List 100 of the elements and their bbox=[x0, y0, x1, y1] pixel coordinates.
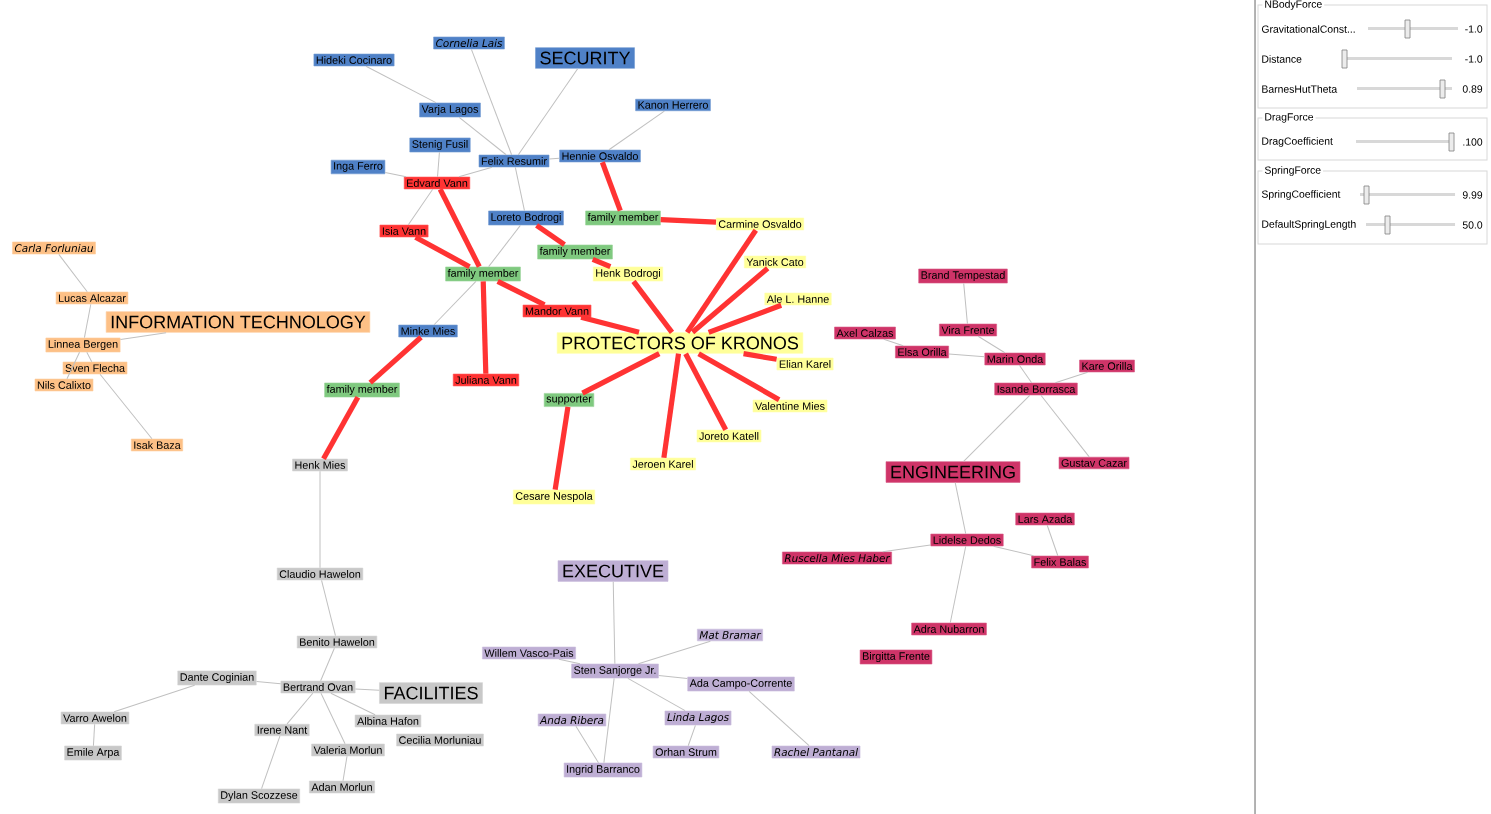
name-label: Isande Borrasca bbox=[994, 382, 1078, 396]
group-label: FACILITIES bbox=[379, 682, 483, 704]
name-label: Felix Resumir bbox=[478, 154, 550, 168]
connector bbox=[949, 545, 967, 624]
name-label: Hennie Osvaldo bbox=[559, 149, 641, 163]
connector bbox=[603, 677, 615, 764]
name-label: Anda Ribera bbox=[537, 713, 607, 727]
connector bbox=[517, 68, 579, 156]
name-label: Orhan Strum bbox=[652, 745, 720, 759]
connector bbox=[608, 110, 665, 151]
connector bbox=[514, 166, 525, 212]
relation-label: family member bbox=[324, 382, 400, 398]
connector bbox=[66, 351, 80, 380]
connector bbox=[320, 647, 335, 682]
connector bbox=[119, 332, 167, 340]
connector bbox=[660, 217, 717, 225]
name-label: Jeroen Karel bbox=[630, 457, 696, 471]
connector bbox=[612, 581, 616, 665]
name-label: Ale L. Hanne bbox=[764, 292, 832, 306]
connector bbox=[685, 228, 758, 334]
name-label: Carmine Osvaldo bbox=[716, 217, 805, 231]
connector bbox=[993, 545, 1035, 557]
name-label: Sten Sanjorge Jr. bbox=[571, 663, 659, 679]
name-label: Gustav Cazar bbox=[1058, 456, 1130, 470]
relation-label: supporter bbox=[543, 393, 595, 407]
name-label: Edvard Vann bbox=[403, 176, 471, 190]
name-label: Varro Awelon bbox=[60, 711, 130, 725]
group-title: NBodyForce bbox=[1262, 0, 1325, 12]
connector bbox=[330, 692, 376, 716]
connector bbox=[580, 314, 640, 335]
group-title: SpringForce bbox=[1262, 164, 1324, 178]
slider-label: SpringCoefficient bbox=[1261, 190, 1341, 200]
connector bbox=[319, 470, 321, 569]
connector bbox=[99, 373, 153, 440]
name-label: Stenig Fusil bbox=[409, 137, 471, 153]
connector bbox=[707, 302, 783, 335]
slider-label: Distance bbox=[1262, 55, 1302, 63]
name-label: Bertrand Ovan bbox=[280, 680, 356, 694]
connector bbox=[458, 166, 493, 178]
connector bbox=[748, 690, 810, 747]
value-label: -1.0 bbox=[1465, 55, 1483, 63]
name-label: Minke Mies bbox=[398, 324, 458, 338]
connector bbox=[437, 188, 482, 268]
group-label: SECURITY bbox=[535, 47, 635, 69]
connector bbox=[548, 157, 560, 160]
connector bbox=[690, 266, 770, 335]
connector bbox=[687, 724, 696, 747]
name-label: Brand Tempestad bbox=[918, 268, 1008, 284]
name-label: Vira Frente bbox=[939, 323, 997, 337]
name-label: Henk Bodrogi bbox=[593, 266, 664, 282]
slider-label: BarnesHutTheta bbox=[1262, 85, 1338, 93]
name-label: Carla Forluniau bbox=[12, 241, 96, 255]
connector bbox=[433, 280, 477, 326]
connector bbox=[480, 281, 489, 374]
connector bbox=[631, 279, 675, 334]
connector bbox=[470, 48, 513, 156]
connector bbox=[977, 335, 1006, 354]
connector bbox=[1054, 371, 1089, 384]
connector bbox=[256, 681, 282, 685]
name-label: Lucas Alcazar bbox=[55, 291, 129, 305]
connector bbox=[113, 684, 196, 713]
connector bbox=[365, 65, 437, 104]
group-title: DragForce bbox=[1262, 111, 1316, 125]
slider-label: DefaultSpringLength bbox=[1262, 220, 1356, 230]
connector bbox=[384, 172, 407, 178]
connector bbox=[558, 658, 581, 665]
connector bbox=[320, 692, 346, 745]
connector bbox=[496, 279, 546, 308]
connector bbox=[627, 677, 686, 712]
name-label: Henk Mies bbox=[292, 458, 348, 472]
name-label: Kanon Herrero bbox=[635, 98, 711, 112]
name-label: Albina Hafon bbox=[354, 714, 422, 728]
connector bbox=[321, 579, 336, 637]
value-label: 50.0 bbox=[1462, 221, 1483, 229]
connector bbox=[86, 351, 93, 363]
connector bbox=[1046, 524, 1059, 557]
name-label: Cecilia Morluniau bbox=[396, 733, 484, 747]
connector bbox=[354, 688, 380, 691]
name-label: Lidelse Dedos bbox=[930, 533, 1004, 547]
name-label: Yanick Cato bbox=[744, 255, 807, 269]
name-label: Mandor Vann bbox=[522, 304, 592, 318]
name-label: Ada Campo-Corrente bbox=[687, 676, 795, 692]
connector bbox=[591, 256, 612, 270]
name-label: Lars Azada bbox=[1015, 512, 1075, 526]
connector bbox=[882, 544, 931, 553]
connector bbox=[368, 335, 423, 385]
connector bbox=[743, 351, 778, 362]
name-label: Adan Morlun bbox=[309, 780, 375, 794]
name-label: Benito Hawelon bbox=[296, 635, 378, 649]
connector bbox=[948, 353, 985, 358]
name-label: Cesare Nespola bbox=[513, 489, 596, 505]
name-label: Valeria Morlun bbox=[311, 743, 385, 757]
relation-label: family member bbox=[445, 266, 521, 282]
name-label: Claudio Hawelon bbox=[276, 567, 364, 581]
connector bbox=[552, 406, 571, 491]
name-label: Axel Calzas bbox=[834, 326, 896, 340]
value-label: -1.0 bbox=[1465, 25, 1483, 33]
name-label: Kare Orilla bbox=[1079, 359, 1135, 373]
name-label: Elsa Orilla bbox=[895, 345, 949, 359]
slider-label: DragCoefficient bbox=[1262, 137, 1333, 147]
